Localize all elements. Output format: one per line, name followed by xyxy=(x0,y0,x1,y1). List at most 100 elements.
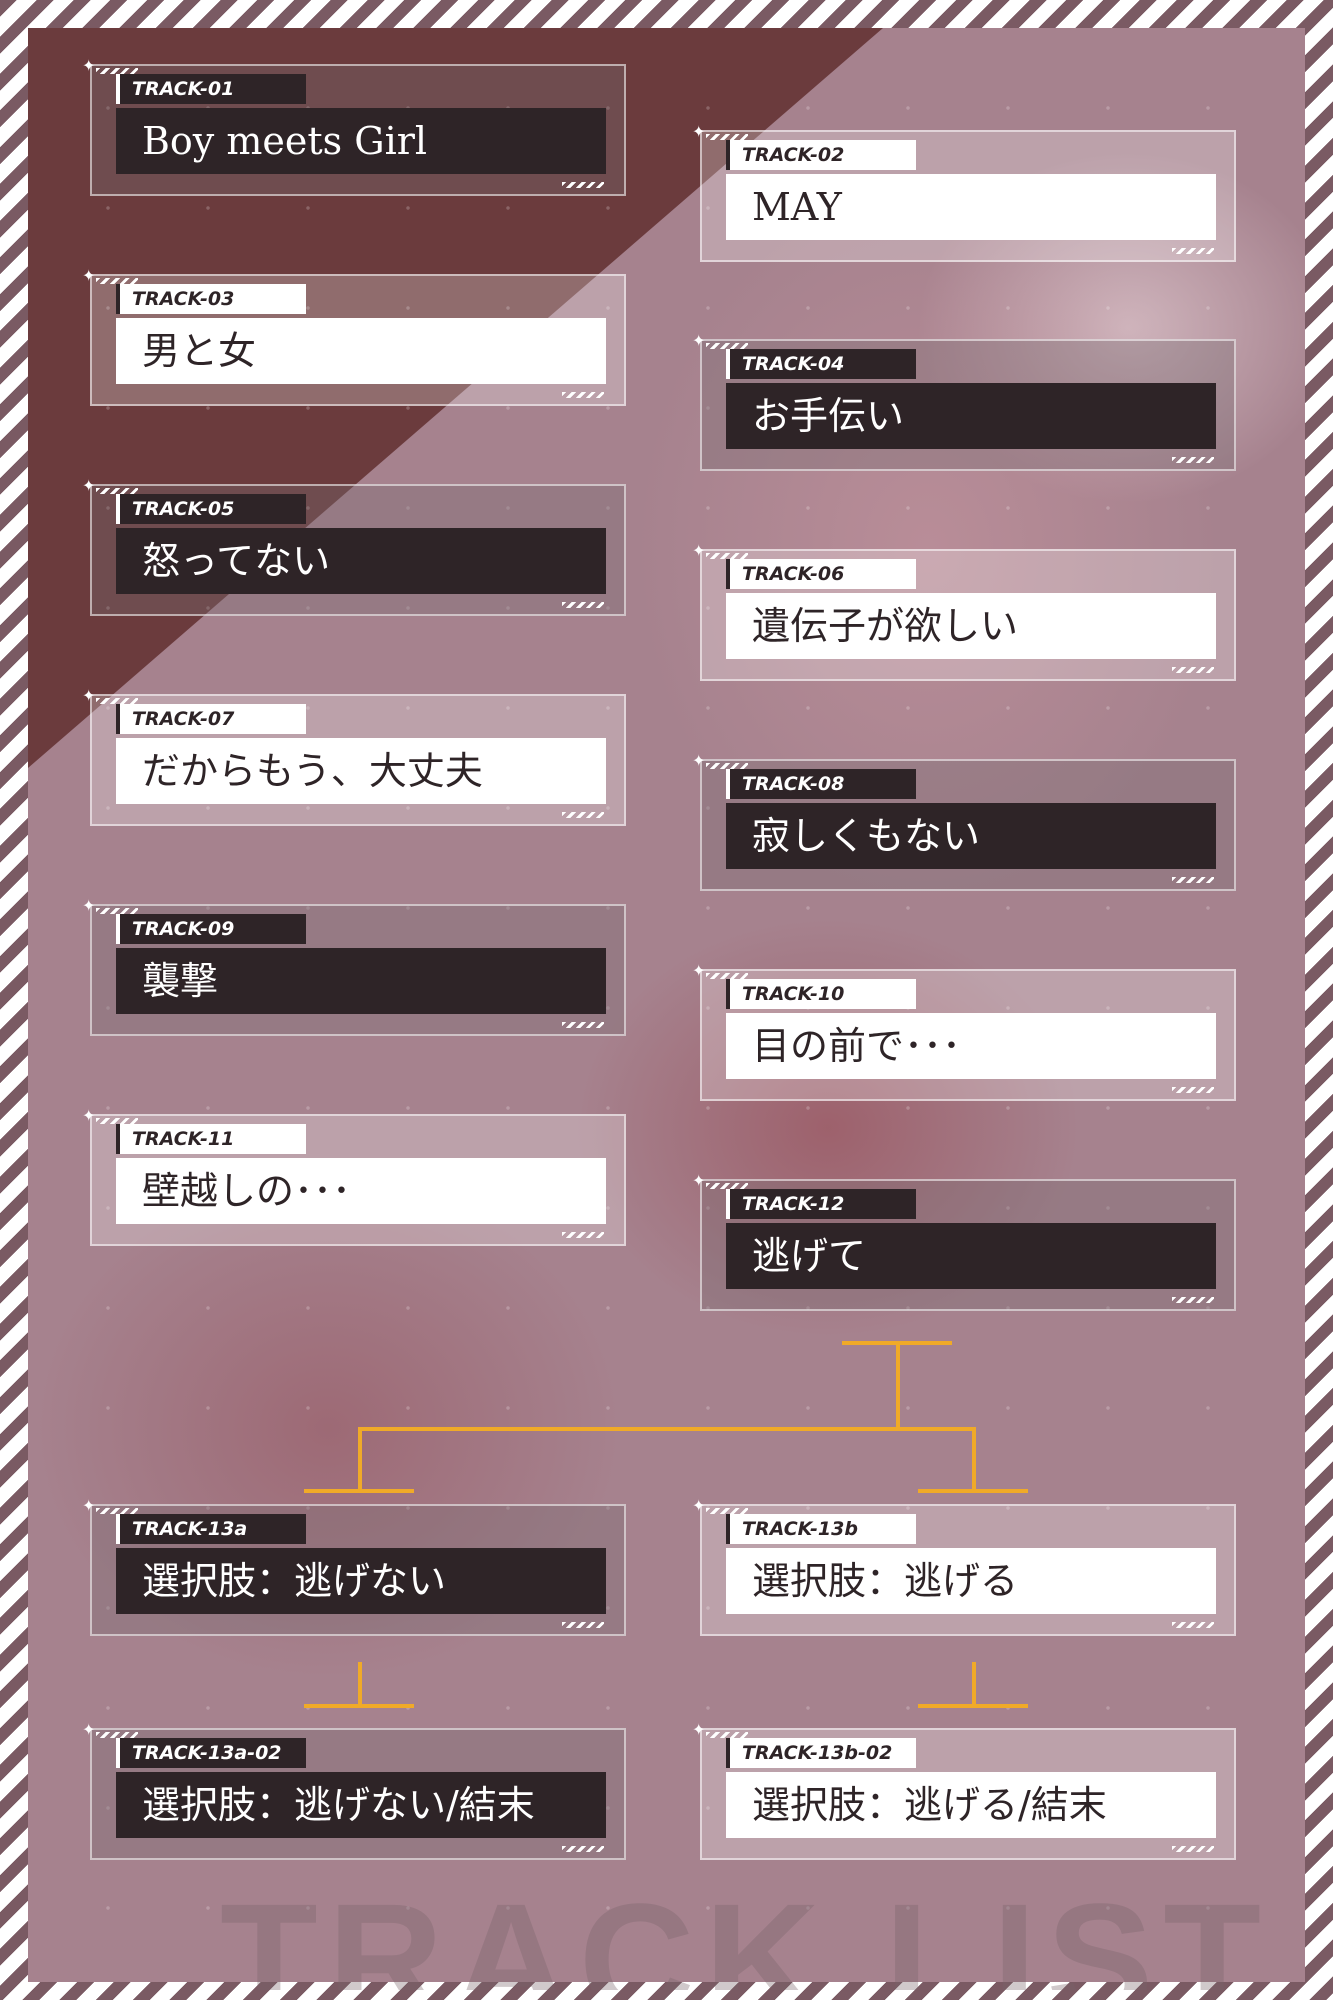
sparkle-icon: ✦ xyxy=(82,1106,96,1125)
track-number: TRACK-10 xyxy=(726,979,916,1009)
track-number: TRACK-07 xyxy=(116,704,306,734)
connector-line xyxy=(896,1341,900,1429)
hatch-decoration xyxy=(96,488,138,494)
track-title: MAY xyxy=(726,174,1216,240)
track-card[interactable]: ✦ TRACK-06 遺伝子が欲しい xyxy=(692,543,1242,683)
track-title: 選択肢：逃げる/結末 xyxy=(726,1772,1216,1838)
track-number: TRACK-09 xyxy=(116,914,306,944)
hatch-decoration xyxy=(706,1732,748,1738)
connector-line xyxy=(358,1662,362,1706)
hatch-decoration xyxy=(706,343,748,349)
sparkle-icon: ✦ xyxy=(692,961,706,980)
hatch-decoration xyxy=(562,1232,604,1238)
sparkle-icon: ✦ xyxy=(692,331,706,350)
track-card[interactable]: ✦ TRACK-08 寂しくもない xyxy=(692,753,1242,893)
sparkle-icon: ✦ xyxy=(82,896,96,915)
hatch-decoration xyxy=(1172,877,1214,883)
track-card[interactable]: ✦ TRACK-12 逃げて xyxy=(692,1173,1242,1313)
hatch-decoration xyxy=(706,134,748,140)
hatch-decoration xyxy=(96,278,138,284)
track-card[interactable]: ✦ TRACK-13b-02 選択肢：逃げる/結末 xyxy=(692,1722,1242,1862)
connector-line xyxy=(918,1704,1028,1708)
hatch-decoration xyxy=(96,1118,138,1124)
track-number: TRACK-12 xyxy=(726,1189,916,1219)
track-number: TRACK-11 xyxy=(116,1124,306,1154)
connector-line xyxy=(358,1427,362,1491)
track-card[interactable]: ✦ TRACK-13a 選択肢：逃げない xyxy=(82,1498,632,1638)
track-number: TRACK-13a xyxy=(116,1514,306,1544)
track-title: だからもう、大丈夫 xyxy=(116,738,606,804)
hatch-decoration xyxy=(96,908,138,914)
hatch-decoration xyxy=(562,812,604,818)
track-title: 壁越しの･･･ xyxy=(116,1158,606,1224)
connector-line xyxy=(358,1427,974,1431)
track-number: TRACK-02 xyxy=(726,140,916,170)
hatch-decoration xyxy=(1172,667,1214,673)
track-title: 寂しくもない xyxy=(726,803,1216,869)
sparkle-icon: ✦ xyxy=(82,1720,96,1739)
hatch-decoration xyxy=(706,763,748,769)
sparkle-icon: ✦ xyxy=(82,476,96,495)
hatch-decoration xyxy=(562,182,604,188)
track-card[interactable]: ✦ TRACK-13a-02 選択肢：逃げない/結末 xyxy=(82,1722,632,1862)
sparkle-icon: ✦ xyxy=(692,1171,706,1190)
hatch-decoration xyxy=(1172,248,1214,254)
track-card[interactable]: ✦ TRACK-11 壁越しの･･･ xyxy=(82,1108,632,1248)
connector-line xyxy=(918,1489,1028,1493)
hatch-decoration xyxy=(96,1508,138,1514)
track-card[interactable]: ✦ TRACK-05 怒ってない xyxy=(82,478,632,618)
hatch-decoration xyxy=(1172,1087,1214,1093)
hatch-decoration xyxy=(1172,457,1214,463)
track-card[interactable]: ✦ TRACK-07 だからもう、大丈夫 xyxy=(82,688,632,828)
hatch-decoration xyxy=(706,553,748,559)
track-number: TRACK-13b-02 xyxy=(726,1738,916,1768)
track-card[interactable]: ✦ TRACK-03 男と女 xyxy=(82,268,632,408)
sparkle-icon: ✦ xyxy=(692,122,706,141)
hatch-decoration xyxy=(706,1183,748,1189)
sparkle-icon: ✦ xyxy=(82,266,96,285)
track-title: 遺伝子が欲しい xyxy=(726,593,1216,659)
track-number: TRACK-13b xyxy=(726,1514,916,1544)
hatch-decoration xyxy=(96,68,138,74)
connector-line xyxy=(304,1704,414,1708)
track-title: 逃げて xyxy=(726,1223,1216,1289)
track-title: 襲撃 xyxy=(116,948,606,1014)
hatch-decoration xyxy=(96,1732,138,1738)
track-title: 選択肢：逃げない xyxy=(116,1548,606,1614)
track-title: 選択肢：逃げない/結末 xyxy=(116,1772,606,1838)
sparkle-icon: ✦ xyxy=(692,1496,706,1515)
track-card[interactable]: ✦ TRACK-04 お手伝い xyxy=(692,333,1242,473)
hatch-decoration xyxy=(562,1622,604,1628)
connector-line xyxy=(972,1662,976,1706)
track-number: TRACK-01 xyxy=(116,74,306,104)
track-card[interactable]: ✦ TRACK-13b 選択肢：逃げる xyxy=(692,1498,1242,1638)
hatch-decoration xyxy=(1172,1297,1214,1303)
track-card[interactable]: ✦ TRACK-09 襲撃 xyxy=(82,898,632,1038)
hatch-decoration xyxy=(1172,1622,1214,1628)
track-number: TRACK-04 xyxy=(726,349,916,379)
track-number: TRACK-03 xyxy=(116,284,306,314)
sparkle-icon: ✦ xyxy=(692,751,706,770)
sparkle-icon: ✦ xyxy=(692,541,706,560)
sparkle-icon: ✦ xyxy=(692,1720,706,1739)
track-number: TRACK-06 xyxy=(726,559,916,589)
track-title: お手伝い xyxy=(726,383,1216,449)
hatch-decoration xyxy=(706,1508,748,1514)
hatch-decoration xyxy=(706,973,748,979)
connector-line xyxy=(304,1489,414,1493)
track-card[interactable]: ✦ TRACK-02 MAY xyxy=(692,124,1242,264)
track-card[interactable]: ✦ TRACK-01 Boy meets Girl xyxy=(82,58,632,198)
hatch-decoration xyxy=(1172,1846,1214,1852)
watermark-text: TRACK LIST xyxy=(220,1880,1272,1990)
track-title: 男と女 xyxy=(116,318,606,384)
hatch-decoration xyxy=(562,602,604,608)
track-title: 選択肢：逃げる xyxy=(726,1548,1216,1614)
track-number: TRACK-08 xyxy=(726,769,916,799)
sparkle-icon: ✦ xyxy=(82,686,96,705)
track-number: TRACK-05 xyxy=(116,494,306,524)
hatch-decoration xyxy=(562,392,604,398)
track-card[interactable]: ✦ TRACK-10 目の前で･･･ xyxy=(692,963,1242,1103)
track-title: 怒ってない xyxy=(116,528,606,594)
sparkle-icon: ✦ xyxy=(82,1496,96,1515)
hatch-decoration xyxy=(96,698,138,704)
